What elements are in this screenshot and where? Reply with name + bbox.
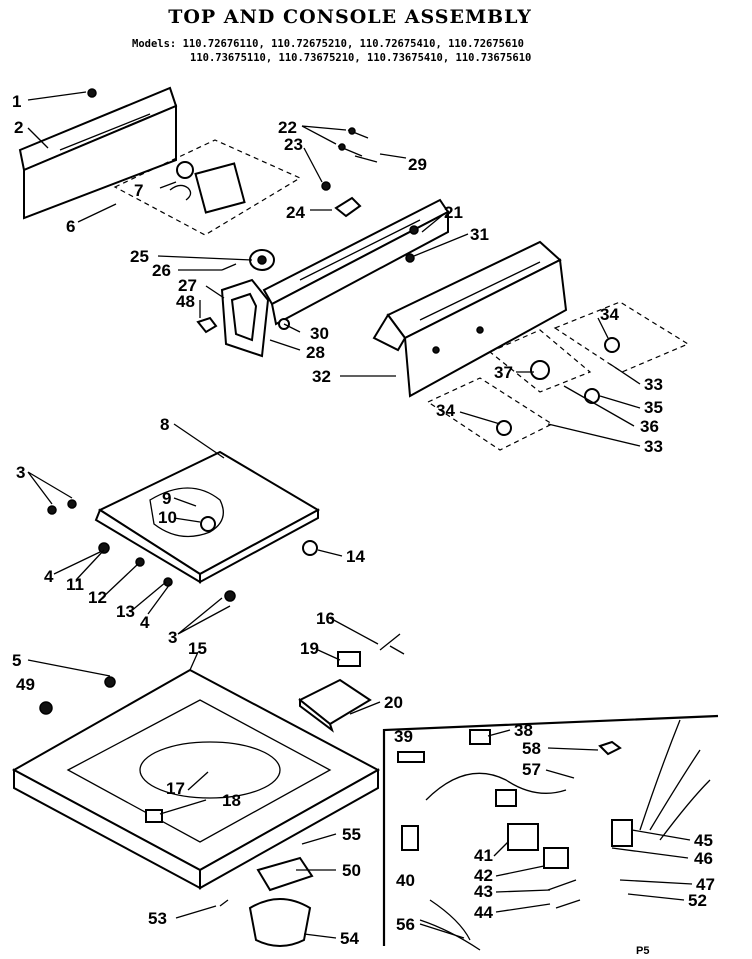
callout-15: 15 [188,639,207,658]
callout-28: 28 [306,343,325,362]
callout-7: 7 [134,181,143,200]
top-lid-part [47,450,321,602]
models-line-2: 110.73675110, 110.73675210, 110.73675410… [190,52,532,64]
callout-50: 50 [342,861,361,880]
callout-46: 46 [694,849,713,868]
callout-34-a: 34 [600,305,619,324]
diagram-title: TOP AND CONSOLE ASSEMBLY [168,6,532,28]
callout-33-b: 33 [644,437,663,456]
callout-47: 47 [696,875,715,894]
callout-55: 55 [342,825,361,844]
washer-top-panel-part [11,668,381,890]
callout-27: 27 [178,276,197,295]
callout-43: 43 [474,882,493,901]
callout-16: 16 [316,609,335,628]
callout-26: 26 [152,261,171,280]
callout-4-b: 4 [140,613,150,632]
callout-10: 10 [158,508,177,527]
callout-21: 21 [444,203,463,222]
page-number: P5 [636,945,649,957]
callout-30: 30 [310,324,329,343]
back-panel-part [18,86,178,220]
knob-bezel-part [196,249,275,358]
models-line-1: Models: 110.72676110, 110.72675210, 110.… [132,38,524,50]
callout-5: 5 [12,651,21,670]
callout-45: 45 [694,831,713,850]
callout-40: 40 [396,871,415,890]
console-bracket-part [262,198,450,330]
callout-38: 38 [514,721,533,740]
callout-labels: 1 2 6 7 22 23 29 24 21 31 25 26 27 48 30… [12,92,715,948]
models-prefix: Models: [132,38,177,50]
callout-49: 49 [16,675,35,694]
callout-20: 20 [384,693,403,712]
callout-9: 9 [162,489,171,508]
callout-18: 18 [222,791,241,810]
callout-1: 1 [12,92,21,111]
lid-switch-part [298,633,405,733]
callout-36: 36 [640,417,659,436]
callout-44: 44 [474,903,493,922]
callout-17: 17 [166,779,185,798]
callout-56: 56 [396,915,415,934]
callout-48: 48 [176,292,195,311]
callout-2: 2 [14,118,23,137]
callout-54: 54 [340,929,359,948]
callout-25: 25 [130,247,149,266]
callout-53: 53 [148,909,167,928]
wiring-inset-part [382,714,719,951]
callout-29: 29 [408,155,427,174]
leader-lines [27,91,693,939]
callout-58: 58 [522,739,541,758]
models-list-1: 110.72676110, 110.72675210, 110.72675410… [182,38,524,50]
callout-6: 6 [66,217,75,236]
callout-35: 35 [644,398,663,417]
callout-57: 57 [522,760,541,779]
callout-19: 19 [300,639,319,658]
callout-3-a: 3 [16,463,25,482]
callout-31: 31 [470,225,489,244]
callout-32: 32 [312,367,331,386]
callout-39: 39 [394,727,413,746]
callout-37: 37 [494,363,513,382]
callout-23: 23 [284,135,303,154]
callout-8: 8 [160,415,169,434]
callout-14: 14 [346,547,365,566]
callout-33-a: 33 [644,375,663,394]
callout-42: 42 [474,866,493,885]
callout-12: 12 [88,588,107,607]
callout-22: 22 [278,118,297,137]
callout-13: 13 [116,602,135,621]
callout-41: 41 [474,846,493,865]
screws-22-23-part [321,127,378,218]
callout-3-b: 3 [168,628,177,647]
callout-11: 11 [66,575,84,594]
callout-34-b: 34 [436,401,455,420]
callout-4-a: 4 [44,567,54,586]
bleach-cup-part [219,856,314,947]
timer-assembly-part [113,139,302,236]
callout-52: 52 [688,891,707,910]
console-panel-part [372,240,568,398]
callout-24: 24 [286,203,305,222]
